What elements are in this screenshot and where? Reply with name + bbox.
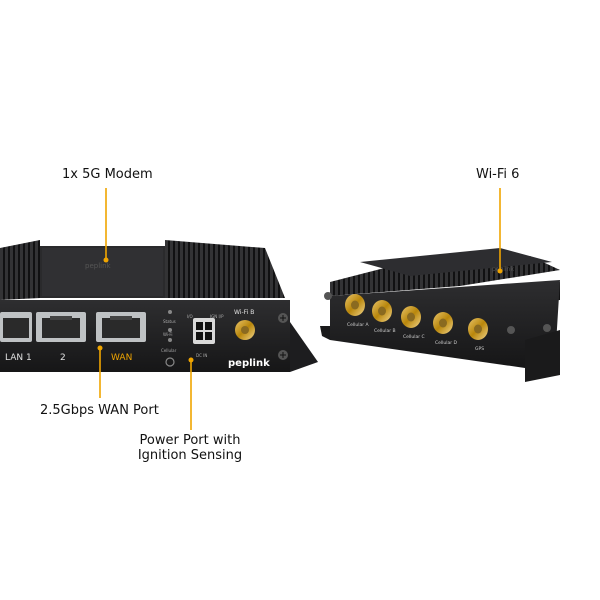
power-callout-line1: Power Port with <box>139 433 241 448</box>
modem-callout: 1x 5G Modem <box>62 167 153 182</box>
callout-lines <box>99 188 501 430</box>
svg-text:peplink: peplink <box>85 262 112 270</box>
status-led <box>168 310 172 314</box>
cellular-c-connector[interactable] <box>401 306 421 328</box>
gps-connector[interactable] <box>468 318 488 340</box>
wan-port[interactable] <box>96 312 146 342</box>
status-label: Status <box>163 319 176 324</box>
wan-port-callout: 2.5Gbps WAN Port <box>40 403 159 418</box>
callout-dots <box>97 257 503 363</box>
front-router: peplink <box>0 240 318 372</box>
lan2-label: 2 <box>60 353 66 363</box>
wifi-b-label: Wi-Fi B <box>234 309 254 316</box>
cellular-label: Cellular <box>161 348 177 353</box>
cellular-led <box>168 338 172 342</box>
front-panel-labels: LAN 1 2 WAN Wi-Fi B Status Wi-Fi Cellula… <box>5 309 270 369</box>
lan1-port[interactable] <box>0 312 32 342</box>
io-label: I/O <box>187 314 193 319</box>
power-port-callout: Power Port with Ignition Sensing <box>135 433 245 463</box>
connector-label: Cellular D <box>435 340 458 346</box>
ign-label: IGN I/P <box>210 314 224 319</box>
rear-panel-labels: Cellular A Cellular B Cellular C Cellula… <box>347 322 484 352</box>
power-connector[interactable] <box>193 318 215 344</box>
lan1-label: LAN 1 <box>5 353 32 363</box>
wifi-b-connector[interactable] <box>235 320 255 340</box>
brand-logo: peplink <box>228 358 270 369</box>
cellular-a-connector[interactable] <box>345 294 365 316</box>
svg-text:peplink: peplink <box>492 266 514 273</box>
connector-label: Cellular A <box>347 322 370 328</box>
wan-label: WAN <box>111 353 132 363</box>
wifi6-callout: Wi-Fi 6 <box>476 167 520 182</box>
wifi-led <box>168 328 172 332</box>
wifi-label: Wi-Fi <box>163 332 173 337</box>
reset-icon[interactable] <box>165 357 175 367</box>
rear-router: peplink <box>320 248 560 382</box>
lan2-port[interactable] <box>36 312 86 342</box>
dcin-label: DC IN <box>196 353 207 358</box>
cellular-b-connector[interactable] <box>372 300 392 322</box>
connector-label: Cellular B <box>374 328 396 334</box>
connector-label: GPS <box>475 346 484 352</box>
connector-label: Cellular C <box>403 334 425 340</box>
power-callout-line2: Ignition Sensing <box>137 448 243 463</box>
cellular-d-connector[interactable] <box>433 312 453 334</box>
